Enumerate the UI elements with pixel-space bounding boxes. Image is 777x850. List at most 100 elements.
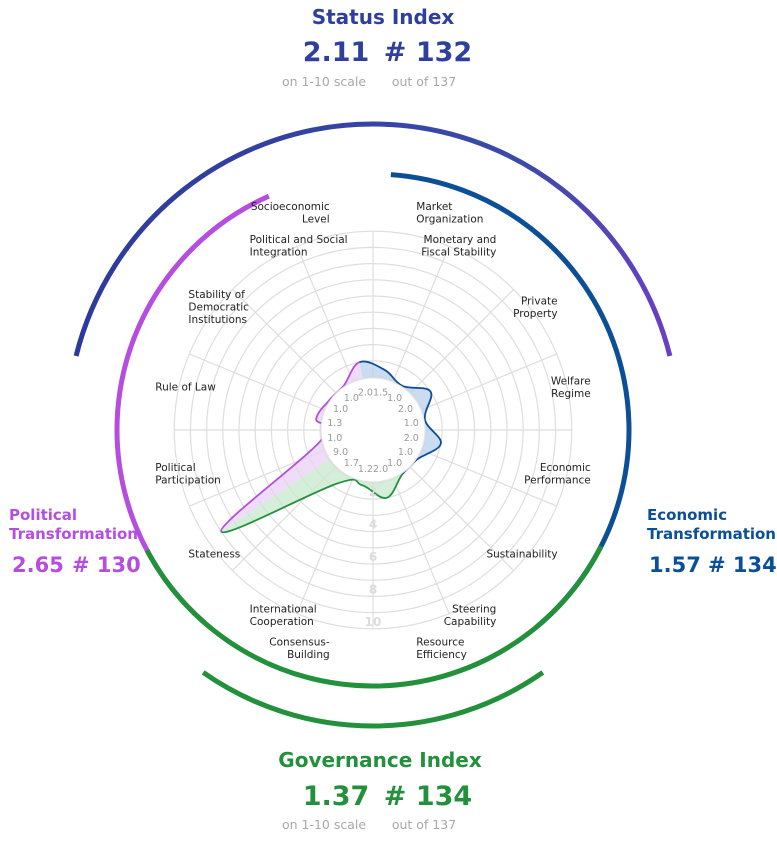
radar-shape [220, 360, 442, 534]
criterion-value-label: 1.0 [344, 393, 359, 404]
scale-tick-label: 8 [369, 582, 377, 596]
criterion-label-line: Regime [551, 388, 591, 400]
grid-spoke [392, 478, 450, 614]
criterion-value-label: 1.0 [387, 393, 402, 404]
grid-spoke [410, 467, 514, 571]
criterion-label-line: Political [155, 462, 195, 474]
criterion-label-line: Consensus- [269, 636, 330, 648]
governance-segment-arc [144, 545, 604, 689]
criterion-label-line: Rule of Law [155, 382, 216, 394]
grid-spoke [296, 478, 354, 614]
scale-tick-label: 10 [365, 615, 382, 629]
status-index-score-note: on 1-10 scale [282, 74, 366, 89]
status-index-score: 2.11 [303, 37, 370, 68]
criterion-value-label: 1.5 [373, 387, 388, 398]
criterion-label-line: Resource [416, 636, 464, 648]
criterion-value-label: 1.3 [327, 418, 342, 429]
criterion-label-line: Capability [444, 616, 497, 628]
criterion-label-line: Steering [452, 603, 496, 615]
criterion-value-label: 1.0 [404, 418, 419, 429]
criterion-label-line: Level [302, 214, 330, 226]
scale-tick-label: 4 [369, 518, 377, 532]
criterion-label-line: Economic [540, 462, 591, 474]
criterion-label-line: Performance [524, 475, 591, 487]
criterion-value-label: 2.0 [358, 387, 373, 398]
political-title-line1: Political [9, 506, 77, 524]
political-score: 2.65 [12, 553, 64, 577]
criterion-label: Stateness [188, 548, 240, 560]
criterion-value-label: 2.0 [404, 433, 419, 444]
criterion-label-line: Stability of [188, 289, 245, 301]
criterion-value-label: 2.0 [398, 404, 413, 415]
criterion-label: Rule of Law [155, 382, 216, 394]
scale-tick-label: 2 [369, 485, 377, 499]
criterion-value-label: 9.0 [333, 447, 348, 458]
grid-spoke [421, 353, 557, 411]
economic-title-line2: Transformation [647, 525, 776, 543]
grid-spoke [232, 289, 336, 393]
status-index-arc [73, 121, 673, 357]
criterion-label-line: Participation [155, 475, 221, 487]
criterion-label-line: Socioeconomic [251, 201, 330, 213]
criterion-value-label: 2.0 [373, 464, 388, 475]
criterion-value-label: 1.0 [333, 404, 348, 415]
criterion-label-line: Building [287, 649, 330, 661]
criterion-value-label: 1.7 [344, 458, 359, 469]
political-line [220, 361, 360, 533]
status-index-rank: # 132 [384, 37, 472, 68]
criterion-label-line: Organization [416, 214, 483, 226]
criterion-value-label: 1.0 [387, 458, 402, 469]
governance-index-rank-note: out of 137 [392, 817, 456, 832]
criterion-label-line: Integration [250, 247, 308, 259]
criterion-label-line: International [250, 603, 317, 615]
criterion-label-line: Sustainability [486, 548, 557, 560]
criterion-label-line: Market [416, 201, 452, 213]
economic-line [359, 360, 442, 475]
criterion-label-line: Stateness [188, 548, 240, 560]
economic-rank: # 134 [708, 553, 777, 577]
grid-spoke [392, 246, 450, 382]
governance-line [220, 473, 404, 534]
governance-index-rank: # 134 [384, 781, 472, 812]
criterion-value-label: 1.2 [358, 464, 373, 475]
criterion-label-line: Welfare [551, 375, 591, 387]
economic-title-line1: Economic [647, 506, 727, 524]
governance-index-score-note: on 1-10 scale [282, 817, 366, 832]
governance-index-score: 1.37 [303, 781, 370, 812]
scale-tick-label: 6 [369, 550, 377, 564]
criterion-label-line: Efficiency [416, 649, 467, 661]
grid-spoke [421, 449, 557, 507]
criterion-label-line: Fiscal Stability [421, 247, 496, 259]
criterion-label-line: Cooperation [250, 616, 314, 628]
value-labels: 1.51.02.01.02.01.01.02.01.21.79.01.01.31… [327, 387, 419, 475]
status-index-rank-note: out of 137 [392, 74, 456, 89]
political-title-line2: Transformation [9, 525, 138, 543]
criterion-label-line: Monetary and [424, 234, 497, 246]
group-arcs [73, 121, 673, 729]
criterion-value-label: 1.0 [398, 447, 413, 458]
governance-index-arc [201, 670, 545, 729]
criterion-label-line: Private [521, 295, 558, 307]
criterion-label: Consensus-Building [269, 636, 330, 661]
grid-spoke [189, 353, 325, 411]
governance-area [221, 459, 403, 533]
grid-spoke [296, 246, 354, 382]
status-index-title: Status Index [312, 5, 455, 29]
economic-score: 1.57 [649, 553, 701, 577]
grid-spoke [410, 289, 514, 393]
governance-index-title: Governance Index [278, 748, 482, 772]
criterion-label-line: Democratic [188, 302, 249, 314]
